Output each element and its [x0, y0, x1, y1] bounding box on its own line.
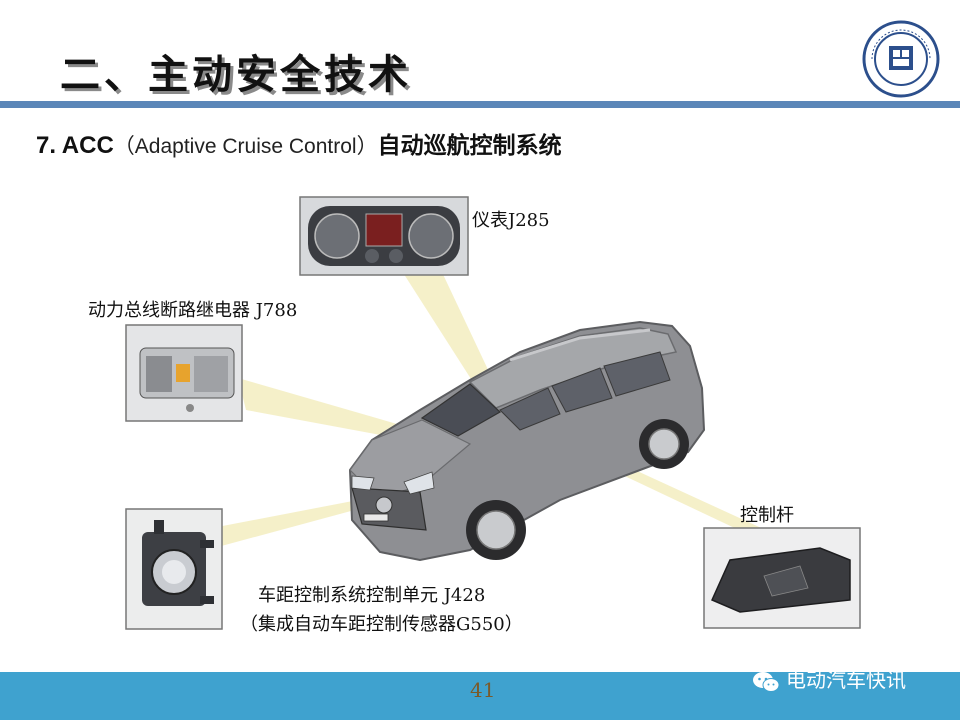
- wechat-account-name: 电动汽车快讯: [786, 668, 906, 692]
- university-seal-icon: [862, 20, 940, 98]
- relay-photo: [125, 324, 243, 422]
- car-illustration: [348, 320, 706, 562]
- control-lever-photo: [703, 527, 861, 629]
- footer-bar: [0, 672, 960, 720]
- sensor-unit-photo: [125, 508, 223, 630]
- label-instrument: 仪表J285: [472, 210, 550, 231]
- heading-paren-open: （: [113, 135, 135, 158]
- label-relay: 动力总线断路继电器 J788: [88, 300, 298, 321]
- title-divider: [0, 101, 960, 108]
- section-heading: 7. ACC（Adaptive Cruise Control）自动巡航控制系统: [36, 126, 562, 160]
- heading-paren-close: ）: [356, 135, 378, 158]
- instrument-cluster-photo: [299, 196, 469, 276]
- heading-prefix: 7. ACC: [36, 132, 114, 159]
- wechat-watermark: 电动汽车快讯: [752, 664, 906, 693]
- wechat-icon: [753, 671, 780, 692]
- heading-english: Adaptive Cruise Control: [134, 135, 357, 158]
- page-title: 二、主动安全技术: [60, 52, 412, 98]
- label-control-lever: 控制杆: [740, 505, 794, 526]
- label-control-unit: 车距控制系统控制单元 J428: [258, 585, 486, 606]
- page-number: 41: [470, 678, 496, 702]
- beam-unit: [212, 500, 362, 548]
- heading-chinese: 自动巡航控制系统: [377, 133, 562, 159]
- label-sensor: （集成自动车距控制传感器G550）: [240, 614, 523, 635]
